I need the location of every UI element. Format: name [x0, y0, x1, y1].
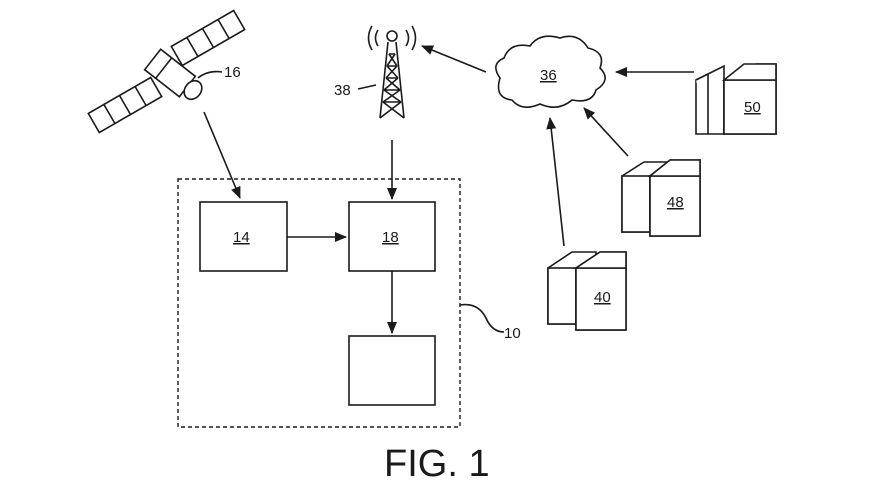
server-3-label: 40 [594, 289, 611, 306]
arrow-48-to-cloud [583, 107, 629, 157]
tower-icon [367, 25, 417, 119]
system-boundary [177, 178, 461, 428]
cloud-icon [495, 35, 606, 108]
system-label: 10 [504, 325, 521, 342]
box-14-label: 14 [233, 229, 250, 246]
satellite-icon [87, 9, 246, 134]
box-18 [348, 201, 436, 272]
arrow-cloud-to-tower [421, 45, 487, 73]
server-icon [621, 159, 701, 237]
figure-caption: FIG. 1 [384, 443, 490, 485]
box-output [348, 335, 436, 406]
server-icon [695, 63, 777, 135]
cloud-label: 36 [540, 67, 557, 84]
box-14 [199, 201, 288, 272]
arrow-satellite-to-14 [203, 111, 241, 199]
server-icon [547, 251, 627, 331]
server-2-label: 48 [667, 194, 684, 211]
satellite-label: 16 [224, 64, 241, 81]
server-1-label: 50 [744, 99, 761, 116]
box-18-label: 18 [382, 229, 399, 246]
tower-label: 38 [334, 82, 351, 99]
arrow-40-to-cloud [546, 117, 565, 247]
